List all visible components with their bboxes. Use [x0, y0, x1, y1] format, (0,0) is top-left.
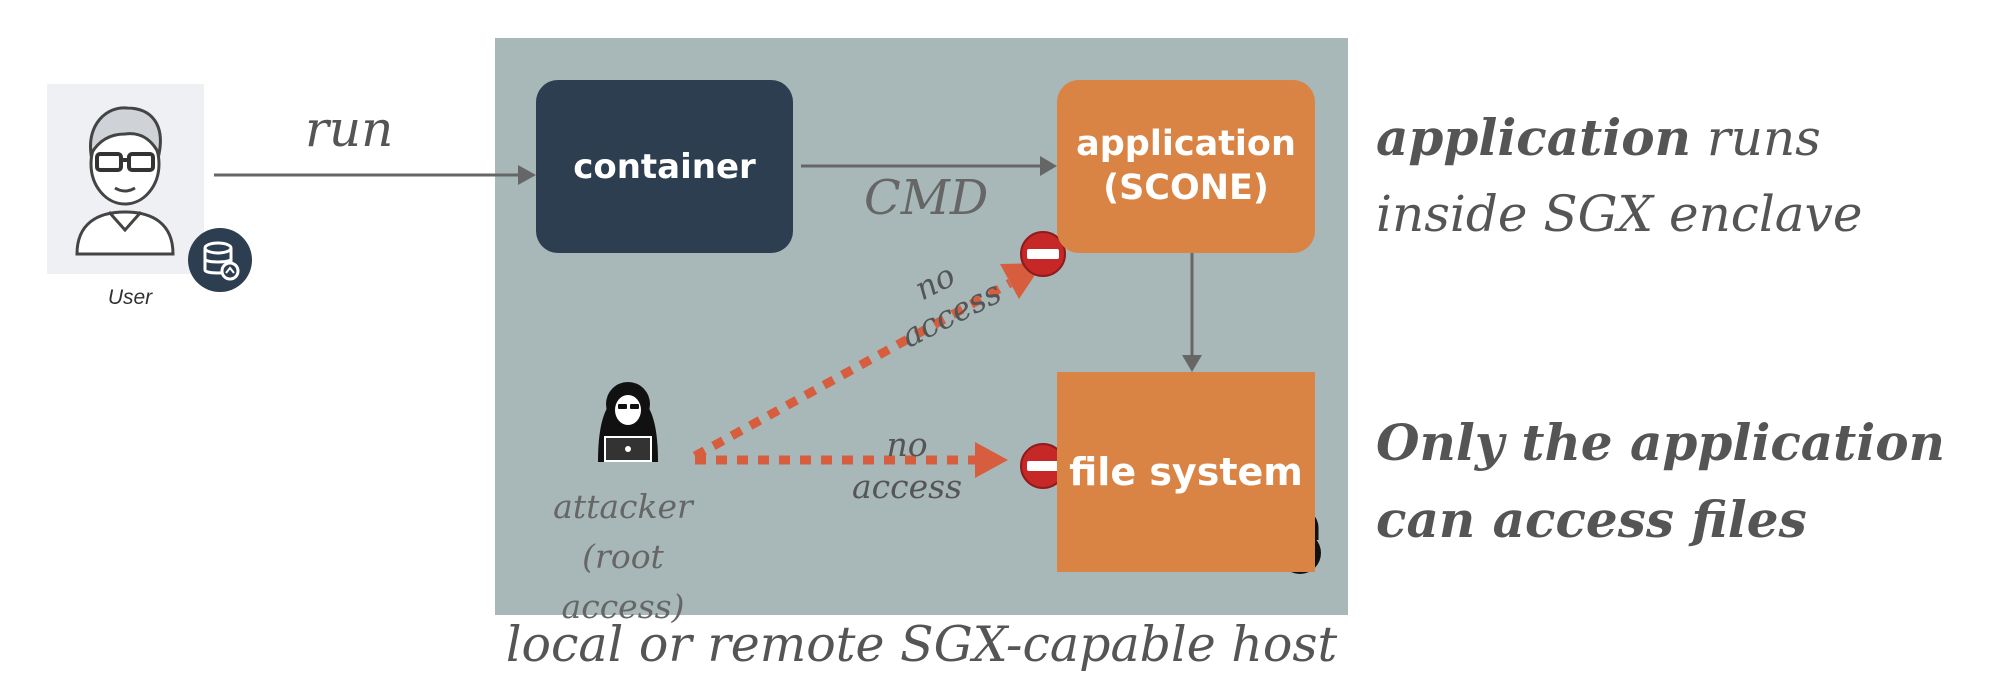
user-card: [47, 84, 204, 274]
no-entry-icon: [1020, 443, 1066, 489]
attacker-access: (root access): [561, 537, 685, 626]
host-caption: local or remote SGX-capable host: [505, 616, 1338, 673]
app-to-fs-arrow: [1182, 253, 1202, 372]
attacker-label: attacker (root access): [520, 482, 726, 632]
attack-arrow-to-fs: [695, 442, 1008, 478]
no-access-line1: no: [886, 425, 928, 464]
description-files-line: can access files: [1376, 490, 1807, 549]
no-access-label-fs: no access: [852, 424, 962, 508]
no-access-line2: access: [852, 467, 963, 506]
container-box: container: [536, 80, 793, 253]
application-box: application (SCONE): [1057, 80, 1315, 253]
database-badge: [188, 228, 252, 292]
database-icon: [203, 241, 240, 281]
cmd-arrow: [801, 156, 1057, 176]
user-label: User: [107, 286, 153, 309]
scone-label: (SCONE): [1103, 167, 1269, 208]
container-label: container: [573, 146, 756, 187]
access-description: Only the application can access files: [1376, 404, 1945, 558]
description-app-word: application: [1376, 108, 1691, 167]
run-edge-label: run: [305, 100, 394, 158]
run-arrow: [214, 165, 536, 185]
enclave-description: application runs inside SGX enclave: [1376, 100, 1862, 252]
attacker-name: attacker: [553, 487, 693, 526]
user-avatar-icon: [75, 106, 175, 256]
file-system-label: file system: [1069, 450, 1303, 494]
no-entry-icon: [1020, 231, 1066, 277]
file-system-box: file system: [1057, 372, 1315, 572]
hacker-icon: [598, 382, 658, 462]
cmd-edge-label: CMD: [864, 170, 989, 226]
description-enclave-line: inside SGX enclave: [1376, 185, 1863, 243]
application-label: application: [1076, 123, 1296, 164]
description-only-line: Only the application: [1376, 413, 1945, 472]
description-runs: runs: [1690, 109, 1821, 167]
